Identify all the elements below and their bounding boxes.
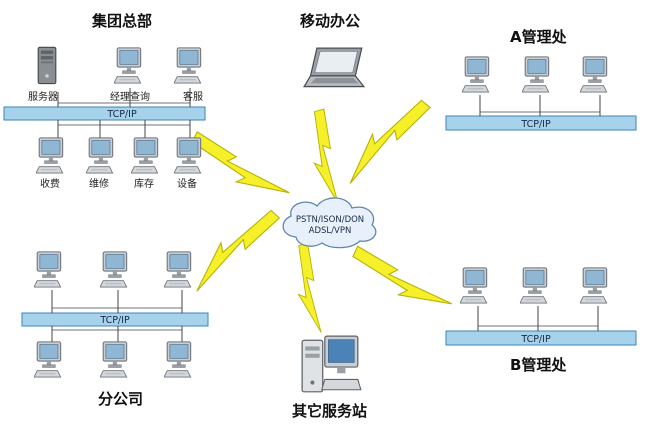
branch-pc-5-icon (100, 341, 128, 378)
branch-pc-3-icon (164, 251, 192, 288)
office-a-bus-label: TCP/IP (520, 119, 551, 130)
office-a-pc-2-icon (522, 56, 550, 93)
hq-title: 集团总部 (92, 12, 153, 30)
device-label-maintenance: 维修 (89, 179, 109, 190)
hq-bus (3, 106, 206, 121)
office-b-pc-3-icon (580, 267, 608, 304)
device-label-inventory: 库存 (134, 179, 154, 190)
office-a-network: TCP/IP (445, 56, 637, 131)
office-b-bus-label: TCP/IP (520, 334, 551, 345)
lightning-a (334, 94, 437, 185)
inventory-pc-icon (131, 137, 159, 174)
device-label-server: 服务器 (28, 92, 58, 103)
lightning-hq (187, 124, 290, 213)
lightning-branch (181, 205, 286, 292)
laptop-icon (303, 47, 365, 88)
service-pc-icon (174, 47, 202, 84)
office-a-pc-1-icon (462, 56, 490, 93)
branch-pc-2-icon (100, 251, 128, 288)
device-label-equipment: 设备 (177, 179, 197, 190)
network-cloud: PSTN/ISON/DON ADSL/VPN (282, 197, 377, 249)
cloud-label-2: ADSL/VPN (309, 226, 352, 236)
device-label-manager: 经理查询 (110, 92, 150, 103)
equipment-pc-icon (174, 137, 202, 174)
office-b-network: TCP/IP (445, 267, 637, 346)
branch-bus-label: TCP/IP (99, 315, 130, 326)
lightning-service (294, 242, 322, 335)
office-b-pc-2-icon (520, 267, 548, 304)
device-label-service: 客服 (183, 92, 203, 103)
device-label-billing: 收费 (40, 179, 60, 190)
cloud-label-1: PSTN/ISON/DON (296, 215, 364, 225)
hq-bus-label: TCP/IP (106, 109, 137, 120)
maintenance-pc-icon (86, 137, 114, 174)
branch-pc-4-icon (34, 341, 62, 378)
branch-bus (21, 312, 209, 327)
office-a-pc-3-icon (580, 56, 608, 93)
server-icon (37, 46, 57, 85)
office-b-bus (445, 330, 637, 346)
office-b-title: B管理处 (510, 356, 567, 374)
office-a-title: A管理处 (510, 28, 567, 46)
lightning-mobile (310, 108, 339, 206)
hq-network: TCP/IP (3, 46, 206, 174)
branch-pc-6-icon (164, 341, 192, 378)
billing-pc-icon (36, 137, 64, 174)
lightning-b (348, 238, 453, 324)
branch-pc-1-icon (34, 251, 62, 288)
office-a-bus (445, 115, 637, 131)
branch-title: 分公司 (98, 390, 144, 408)
workstation-icon (301, 335, 362, 393)
mobile-title: 移动办公 (300, 12, 361, 30)
service-title: 其它服务站 (292, 402, 368, 420)
office-b-pc-1-icon (460, 267, 488, 304)
manager-pc-icon (114, 47, 142, 84)
branch-network: TCP/IP (21, 251, 209, 378)
